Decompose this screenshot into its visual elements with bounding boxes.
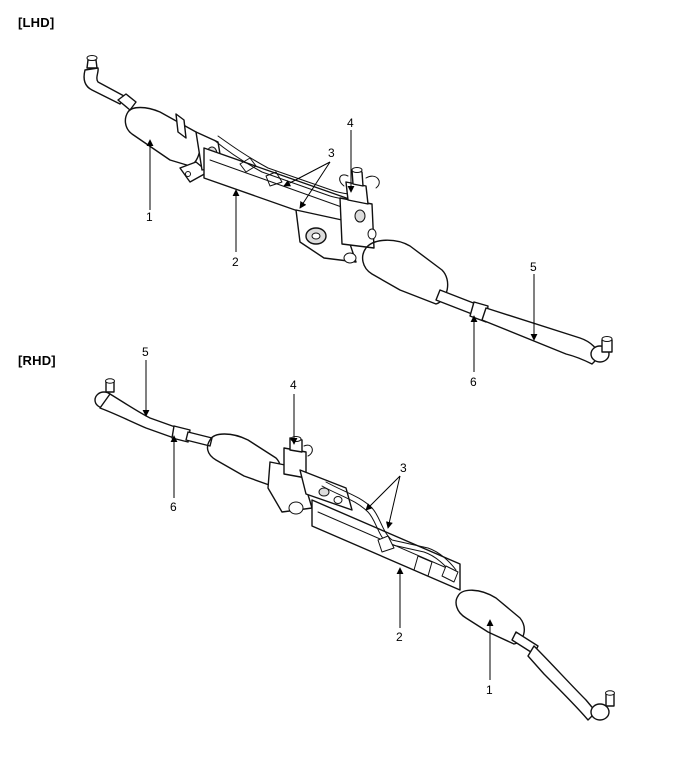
lhd-callout-4: 4 — [347, 116, 354, 130]
rhd-callout-1: 1 — [486, 683, 493, 697]
rhd-callout-5: 5 — [142, 345, 149, 359]
lhd-leader-lines — [146, 130, 538, 372]
lhd-right-tie-rod — [435, 289, 613, 365]
rhd-left-tie-rod-end — [94, 378, 213, 447]
lhd-assembly — [83, 55, 613, 365]
rhd-callout-6: 6 — [170, 500, 177, 514]
lhd-valve-housing — [295, 167, 380, 264]
lhd-section-label: [LHD] — [18, 15, 55, 30]
rhd-callout-3: 3 — [400, 461, 407, 475]
lhd-callout-6: 6 — [470, 375, 477, 389]
lhd-left-bellows — [124, 106, 201, 167]
lhd-callout-3: 3 — [328, 146, 335, 160]
lhd-callout-5: 5 — [530, 260, 537, 274]
rhd-callout-labels: 5 6 4 3 2 1 — [142, 345, 493, 697]
rhd-callout-2: 2 — [396, 630, 403, 644]
lhd-right-bellows — [361, 239, 449, 305]
rhd-right-tie-rod-end — [511, 631, 615, 721]
rhd-section-label: [RHD] — [18, 353, 56, 368]
rhd-assembly — [94, 378, 615, 721]
rhd-callout-4: 4 — [290, 378, 297, 392]
rhd-leader-lines — [142, 360, 494, 680]
rhd-feed-pipes — [321, 481, 459, 583]
rhd-valve-housing — [267, 436, 353, 515]
lhd-callout-2: 2 — [232, 255, 239, 269]
lhd-left-tie-rod-end — [83, 55, 137, 111]
lhd-callout-1: 1 — [146, 210, 153, 224]
lhd-callout-labels: 1 2 3 4 5 6 — [146, 116, 537, 389]
